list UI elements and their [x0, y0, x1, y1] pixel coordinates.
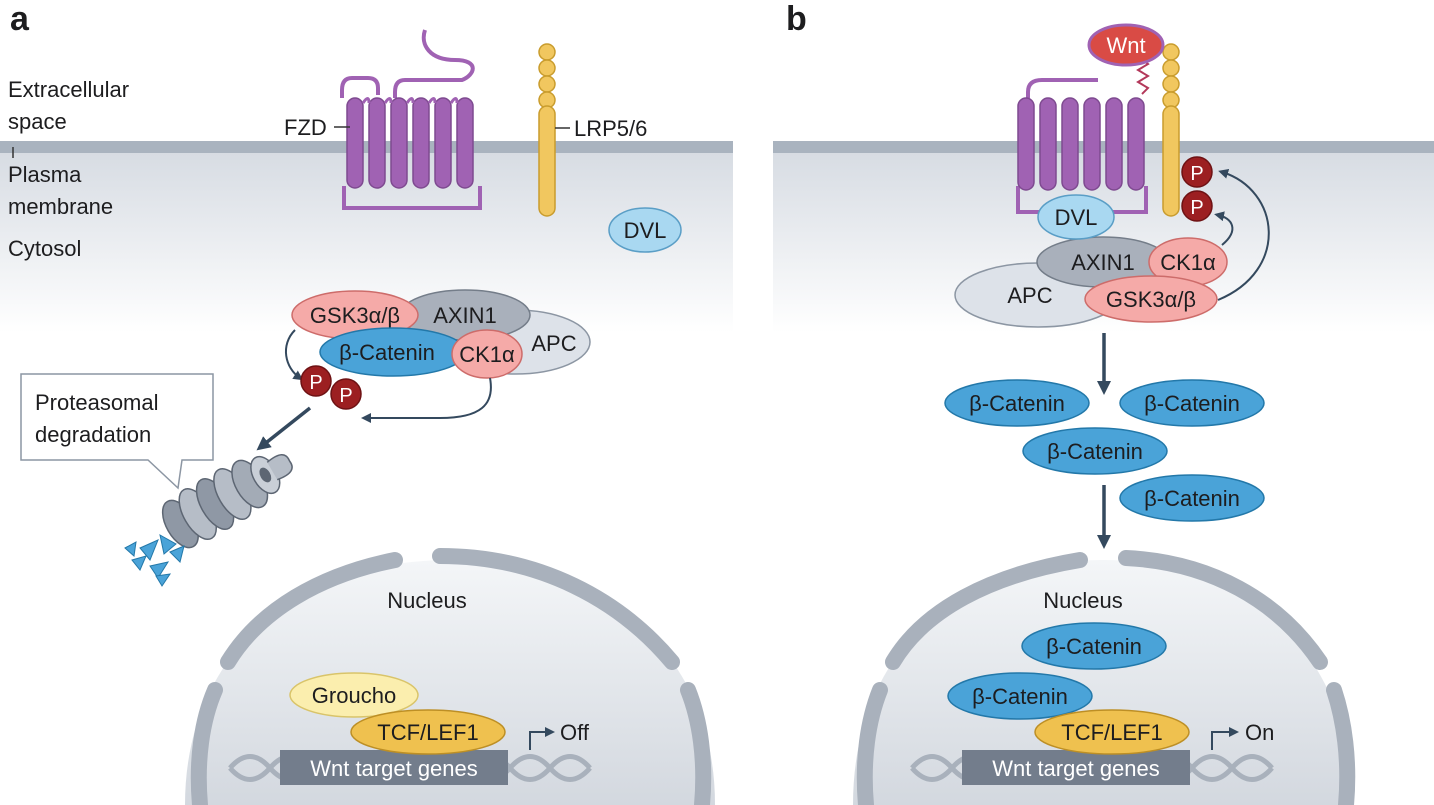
phospho-b-2-label: P	[1190, 197, 1203, 219]
wnt-label: Wnt	[1106, 33, 1145, 58]
wnt-target-genes-a-label: Wnt target genes	[310, 756, 478, 781]
beta-catenin-free-1-label: β-Catenin	[969, 391, 1065, 416]
nucleus-b-label: Nucleus	[1043, 588, 1122, 613]
groucho	[289, 672, 419, 718]
proteasome-callout: Proteasomal degradation	[20, 373, 214, 490]
nucleus-a: Nucleus Wnt target genes Groucho TCF/LEF…	[185, 548, 715, 805]
extracellular-label-2: space	[8, 109, 67, 134]
callout-line-2: degradation	[35, 422, 151, 447]
phospho-b-1-label: P	[1190, 163, 1203, 185]
wnt-target-genes-b-label: Wnt target genes	[992, 756, 1160, 781]
lrp-receptor-b	[1162, 43, 1180, 217]
lrp-label: LRP5/6	[574, 116, 647, 141]
panel-label-b: b	[786, 0, 807, 38]
state-off-label: Off	[560, 720, 590, 745]
dvl-b-label: DVL	[1055, 205, 1098, 230]
plasma-membrane-b	[773, 141, 1434, 153]
phospho-a-1-label: P	[309, 372, 322, 394]
wnt-target-genes-box-a	[280, 750, 508, 785]
nucleus-a-label: Nucleus	[387, 588, 466, 613]
tcf-lef1-a	[350, 709, 506, 755]
beta-catenin-free-3	[1022, 427, 1168, 475]
axin1-a-label: AXIN1	[433, 303, 497, 328]
beta-catenin-nuclear-2	[947, 672, 1093, 720]
tcf-lef1-a-label: TCF/LEF1	[377, 720, 478, 745]
beta-catenin-a-label: β-Catenin	[339, 340, 435, 365]
callout-line-1: Proteasomal	[35, 390, 159, 415]
apc-a-label: APC	[531, 331, 576, 356]
beta-catenin-nuclear-1-label: β-Catenin	[1046, 634, 1142, 659]
panel-b: b Wnt P P	[773, 0, 1434, 805]
beta-catenin-free-2-label: β-Catenin	[1144, 391, 1240, 416]
lrp-receptor	[538, 43, 556, 217]
apc-b-label: APC	[1007, 283, 1052, 308]
beta-catenin-nuclear-1	[1021, 622, 1167, 670]
beta-catenin-free-3-label: β-Catenin	[1047, 439, 1143, 464]
phospho-a-2	[330, 378, 362, 410]
dvl-a	[608, 207, 682, 253]
beta-catenin-free-4-label: β-Catenin	[1144, 486, 1240, 511]
wnt-target-genes-box-b	[962, 750, 1190, 785]
groucho-label: Groucho	[312, 683, 396, 708]
membrane-label: Plasma	[8, 162, 82, 187]
signalosome-complex: APC AXIN1 DVL CK1α GSK3α/β	[954, 194, 1228, 328]
axin1-b-label: AXIN1	[1071, 250, 1135, 275]
plasma-membrane	[0, 141, 733, 153]
extracellular-label: Extracellular	[8, 77, 129, 102]
state-on-label: On	[1245, 720, 1274, 745]
ck1-b-label: CK1α	[1160, 250, 1216, 275]
panel-a: a Extracellular space Plasma membrane Cy…	[0, 0, 733, 805]
degraded-fragments-icon	[124, 534, 185, 587]
cytosol-label: Cytosol	[8, 236, 81, 261]
proteasome-icon	[161, 454, 293, 549]
phospho-b-2	[1181, 190, 1213, 222]
beta-catenin-free-1	[944, 379, 1090, 427]
tcf-lef1-b-label: TCF/LEF1	[1061, 720, 1162, 745]
membrane-label-2: membrane	[8, 194, 113, 219]
gsk3-b-label: GSK3α/β	[1106, 287, 1196, 312]
beta-catenin-free-4	[1119, 474, 1265, 522]
phospho-a-2-label: P	[339, 385, 352, 407]
nucleus-b: Nucleus β-Catenin β-Catenin Wnt target g…	[853, 550, 1356, 805]
fzd-receptor	[340, 29, 482, 210]
beta-catenin-free-2	[1119, 379, 1265, 427]
phospho-b-1	[1181, 156, 1213, 188]
ck1-a-label: CK1α	[459, 342, 515, 367]
wnt-ligand	[1087, 23, 1165, 67]
phospho-a-1	[300, 365, 332, 397]
beta-catenin-nuclear-2-label: β-Catenin	[972, 684, 1068, 709]
tcf-lef1-b	[1034, 709, 1190, 755]
fzd-label: FZD	[284, 115, 327, 140]
gsk3-a-label: GSK3α/β	[310, 303, 400, 328]
panel-label-a: a	[10, 0, 30, 38]
destruction-complex: APC AXIN1 GSK3α/β β-Catenin CK1α	[291, 289, 591, 379]
dvl-a-label: DVL	[624, 218, 667, 243]
